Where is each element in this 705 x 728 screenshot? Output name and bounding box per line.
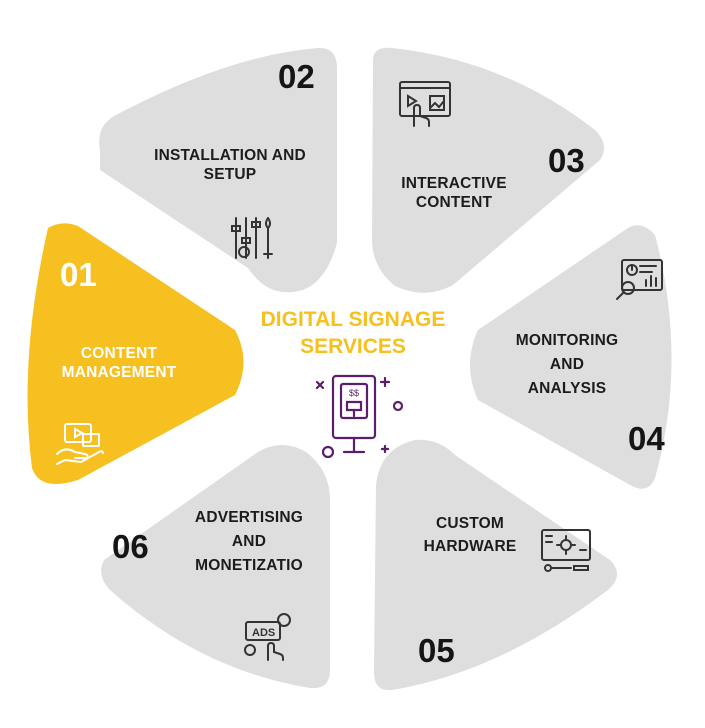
segment-02-label: INSTALLATION AND SETUP [154, 147, 306, 184]
tools-icon [231, 217, 273, 259]
segment-06-number: 06 [112, 528, 149, 565]
segment-05[interactable] [374, 439, 618, 691]
segment-04[interactable] [470, 225, 672, 489]
segment-03-label: INTERACTIVE CONTENT [401, 175, 507, 212]
segment-02[interactable] [99, 47, 337, 293]
svg-text:$$: $$ [349, 388, 359, 398]
segment-04-number: 04 [628, 420, 665, 457]
center-title-line2: SERVICES [300, 335, 406, 359]
segment-06[interactable] [101, 445, 330, 689]
segment-01-label: CONTENT MANAGEMENT [61, 345, 177, 382]
segment-05-number: 05 [418, 632, 455, 669]
segment-01[interactable] [27, 223, 244, 484]
center-title: DIGITAL SIGNAGE SERVICES [233, 306, 473, 361]
segment-06-label: ADVERTISING AND MONETIZATIO [194, 509, 304, 575]
segment-02-number: 02 [278, 58, 315, 95]
ads-icon: ADS [244, 613, 291, 661]
segment-04-label: MONITORING AND ANALYSIS [515, 332, 619, 398]
analytics-icon [616, 259, 663, 300]
kiosk-icon: $$ [315, 374, 404, 459]
content-hand-icon [56, 423, 104, 465]
segment-05-label: CUSTOM HARDWARE [423, 515, 517, 556]
segment-03-number: 03 [548, 142, 585, 179]
svg-text:ADS: ADS [252, 627, 275, 639]
touch-screen-icon [399, 81, 451, 127]
hardware-icon [541, 529, 591, 572]
center-title-line1: DIGITAL SIGNAGE [260, 308, 446, 331]
segment-01-number: 01 [60, 256, 97, 293]
